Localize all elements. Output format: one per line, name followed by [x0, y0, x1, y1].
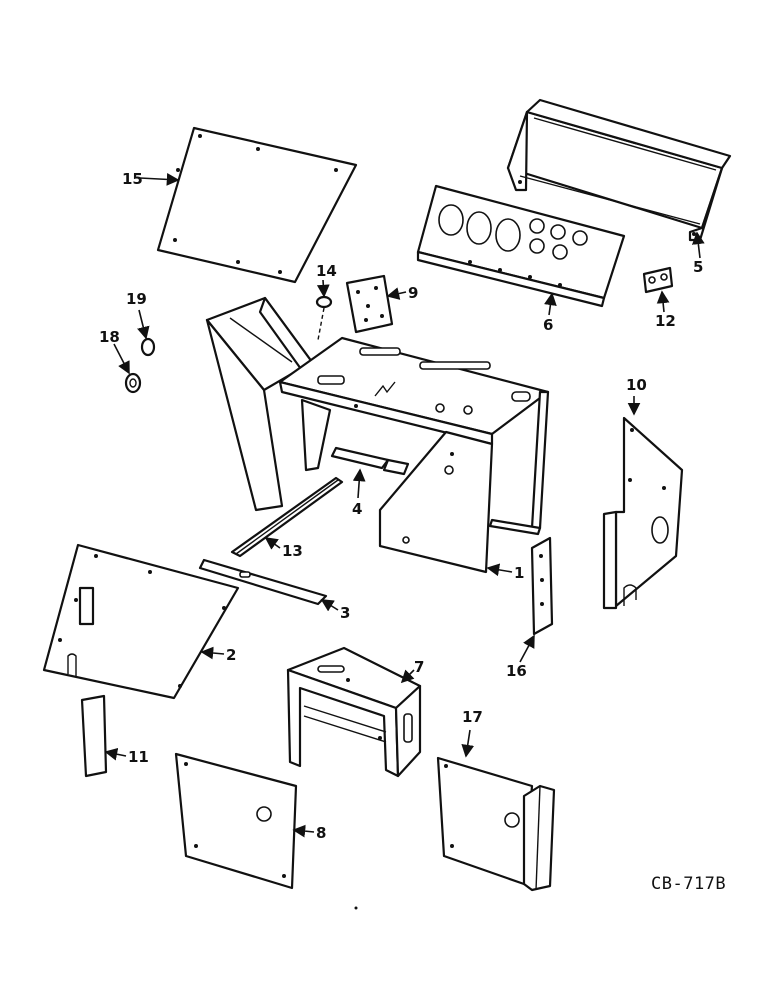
callout-19: 19 — [126, 290, 147, 308]
part-13-angle-strip — [230, 476, 344, 558]
callout-16: 16 — [506, 662, 527, 680]
callout-1: 1 — [514, 564, 524, 582]
callout-5: 5 — [693, 258, 703, 276]
callout-15: 15 — [122, 170, 143, 188]
part-9-plate — [345, 274, 394, 334]
callout-7: 7 — [414, 658, 424, 676]
part-14-knob — [315, 295, 333, 341]
part-8-bottom-panel — [174, 752, 298, 890]
callout-6: 6 — [543, 316, 553, 334]
callout-13: 13 — [282, 542, 303, 560]
callout-9: 9 — [408, 284, 418, 302]
part-11-small-plate — [80, 694, 108, 778]
callout-4: 4 — [352, 500, 362, 518]
part-2-left-panel — [42, 543, 240, 700]
part-4-channel — [330, 446, 410, 476]
part-17-bottom-right-panel — [436, 756, 556, 892]
callout-3: 3 — [340, 604, 350, 622]
part-3-bar — [198, 558, 328, 606]
callout-12: 12 — [655, 312, 676, 330]
callout-18: 18 — [99, 328, 120, 346]
part-5-top-cover — [506, 98, 732, 242]
part-18-grommet — [124, 372, 142, 394]
callout-11: 11 — [128, 748, 149, 766]
part-16-strip — [530, 536, 554, 636]
callout-10: 10 — [626, 376, 647, 394]
callout-2: 2 — [226, 646, 236, 664]
part-6-instrument-panel — [416, 184, 626, 308]
main-frame — [205, 296, 550, 574]
part-12-bracket — [642, 266, 674, 294]
callout-17: 17 — [462, 708, 483, 726]
part-19-grommet — [140, 337, 156, 357]
part-7-front-frame — [286, 646, 422, 778]
callout-14: 14 — [316, 262, 337, 280]
callout-8: 8 — [316, 824, 326, 842]
part-10-right-panel — [602, 416, 684, 610]
part-15-side-panel — [156, 126, 358, 284]
drawing-code: CB-717B — [651, 874, 726, 894]
